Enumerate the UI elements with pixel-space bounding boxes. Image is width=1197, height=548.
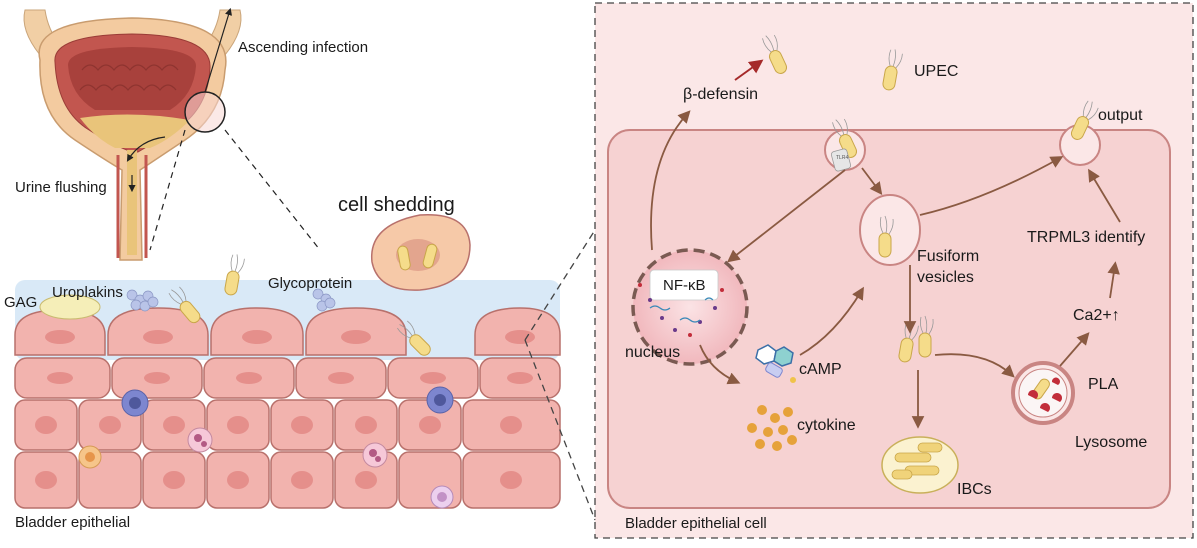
nfkb-label: NF-κB xyxy=(663,277,706,294)
bladder-epithelial-cell-label: Bladder epithelial cell xyxy=(625,515,767,532)
trpml3-identify-label: TRPML3 identify xyxy=(1027,229,1146,246)
ascending-infection-label: Ascending infection xyxy=(238,39,369,56)
fusiform-label-line2: vesicles xyxy=(917,269,974,286)
shed-cell xyxy=(371,214,471,291)
bladder-illustration xyxy=(23,7,321,261)
urine-flushing-label: Urine flushing xyxy=(15,179,107,196)
right-panel xyxy=(524,2,1194,539)
camp-label: cAMP xyxy=(799,361,842,378)
epithelium-layers xyxy=(14,252,561,509)
glycoprotein-label: Glycoprotein xyxy=(268,275,353,292)
lysosome-label: Lysosome xyxy=(1075,434,1148,451)
fusiform-label-line1: Fusiform xyxy=(917,248,980,265)
uroplakins-label: Uroplakins xyxy=(52,284,123,301)
upec-label: UPEC xyxy=(914,63,959,80)
ca2-label: Ca2+↑ xyxy=(1073,307,1120,324)
pla-label: PLA xyxy=(1088,376,1119,393)
cytokine-label: cytokine xyxy=(797,417,856,434)
cell-shedding-label: cell shedding xyxy=(338,194,455,216)
nucleus-label: nucleus xyxy=(625,344,681,361)
ibcs-label: IBCs xyxy=(957,481,992,498)
beta-defensin-label: β-defensin xyxy=(683,86,759,103)
gag-label: GAG xyxy=(4,294,38,311)
bladder-epithelial-label: Bladder epithelial xyxy=(15,514,131,531)
output-label: output xyxy=(1098,107,1143,124)
tlr4-label: TLR4 xyxy=(836,155,849,161)
